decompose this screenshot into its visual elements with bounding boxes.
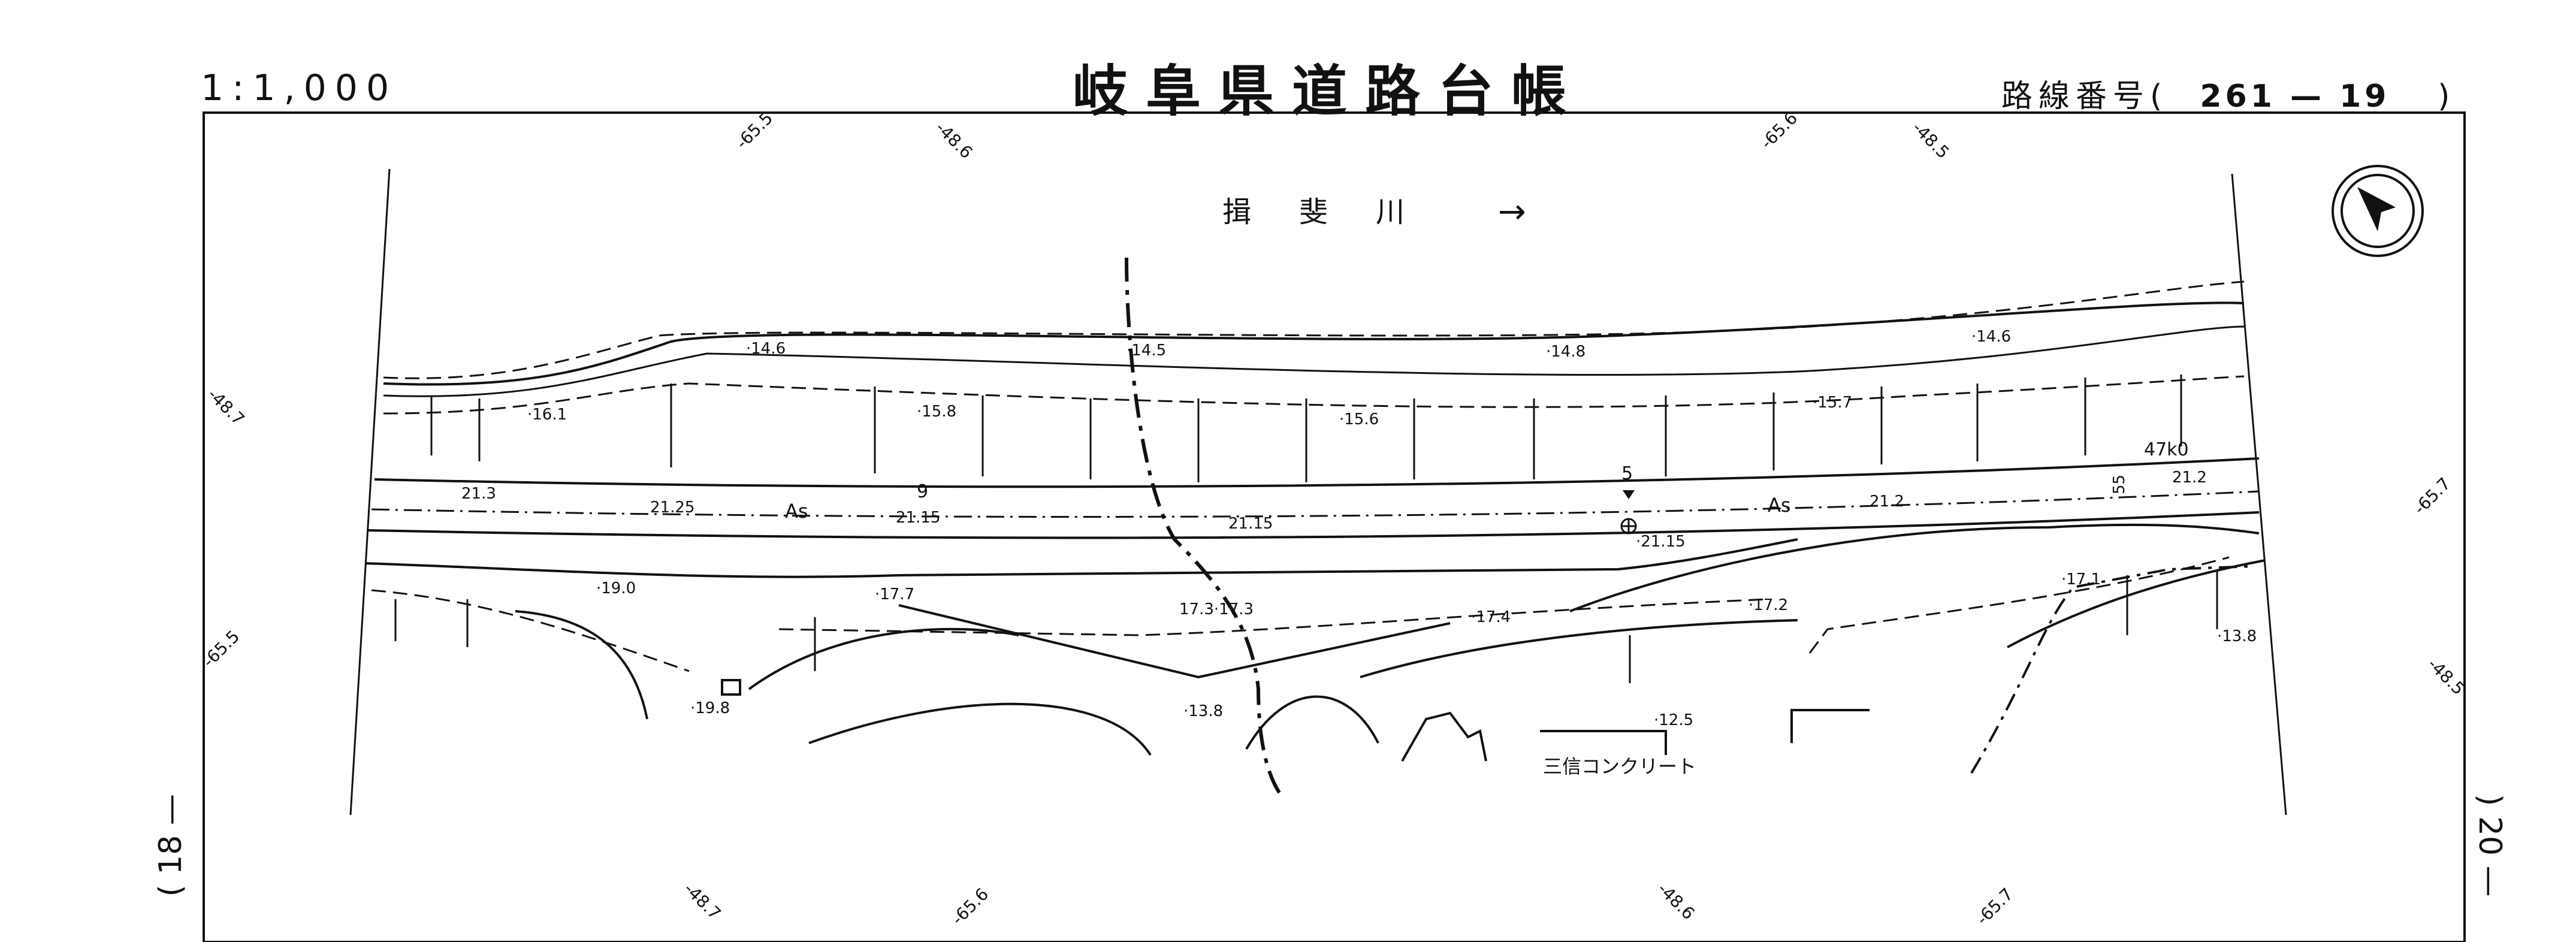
right-boundary-line [2231,173,2287,816]
building-b [1540,730,1667,755]
elev-12: 21.15 [1228,515,1273,533]
ramp-edge-4 [1360,619,1798,678]
elev-16: ·19.0 [596,579,636,597]
coord-top-4: -48.5 [1908,118,1953,163]
coord-left-1: -48.7 [204,385,249,430]
river-bank-top [383,301,2245,386]
ramp-edge-2 [898,604,1451,679]
survey-point-marker [1620,490,1637,535]
elev-25: ·12.5 [1654,711,1693,729]
company-label: 三信コンクリート [1543,755,1696,778]
ramp-edge-1 [365,538,1798,578]
slope-ticks [394,375,2218,683]
curve-bottom-2 [1245,695,1379,750]
elev-20: ·17.2 [1748,596,1788,614]
coord-bottom-2: -65.6 [948,884,993,929]
left-boundary-line [349,168,391,816]
section-mark-5: 5 [1621,463,1633,484]
route-label: 路線番号( [2001,78,2169,114]
elev-13: 21.2 [1870,493,1904,511]
road-edge-north [374,457,2260,488]
curve-bottom [808,702,1152,756]
section-mark-55: 55 [2110,475,2128,494]
elev-11: 21.15 [896,509,940,527]
elev-23: ·13.8 [2217,627,2257,645]
elev-6: ·15.8 [917,403,956,421]
elev-8: ·15.7 [1813,394,1852,412]
elev-19: ·17.4 [1471,608,1511,626]
elev-2: ·14.5 [1127,342,1166,360]
elev-18: 17.3·17.3 [1179,600,1254,618]
coord-bottom-4: -65.7 [1973,884,2018,929]
administrative-boundary [1125,257,1284,798]
coord-right-2: -48.5 [2424,654,2469,699]
building-c [1790,709,1870,743]
road-number-label: 9 [917,481,928,502]
elev-3: ·14.8 [1546,343,1586,361]
elev-24: ·19.8 [690,699,730,717]
map-frame [203,111,2466,942]
elev-15: ·21.15 [1636,533,1686,551]
river-bank-second [383,325,2245,397]
river-flow-arrow: → [1498,192,1526,231]
next-page-ref: ) 20 — [2472,794,2508,897]
coord-right-1: -65.7 [2410,473,2455,518]
dashed-terrain-3 [1808,556,2230,654]
elev-21: ·17.1 [2061,570,2101,588]
surface-label-east: As [1768,494,1791,517]
dashed-terrain-1 [371,589,690,672]
elev-17: ·17.7 [875,585,914,603]
route-number-label: 路線番号( 261 — 19 ) [2001,71,2456,116]
dashed-bank-lower [383,375,2245,415]
scale-label: 1:1,000 [201,67,398,109]
curve-left [515,610,648,720]
elev-4: ·14.6 [1971,328,2011,346]
elev-9: 21.3 [461,485,496,503]
coord-top-1: -65.5 [732,108,777,153]
elev-14: 21.2 [2172,469,2207,487]
road-edge-south [368,511,2260,539]
elev-10: 21.25 [650,499,694,517]
elev-1: ·14.6 [746,340,786,358]
right-boundary-dashdot [1970,565,2254,774]
elev-5: ·16.1 [527,406,567,424]
km-post-label: 47k0 [2144,439,2189,460]
elev-7: ·15.6 [1339,410,1379,428]
curve-mid [748,627,1019,690]
small-structure [721,679,741,696]
coord-bottom-1: -48.7 [680,879,725,924]
road-center [371,490,2260,518]
next-page-number: 20 [2472,816,2508,856]
coord-top-3: -65.6 [1757,108,1802,153]
ramp-edge-3 [1569,523,2260,612]
coord-left-2: -65.5 [199,626,244,671]
surface-label-west: As [785,500,808,523]
coord-top-2: -48.6 [932,118,977,163]
river-label: 揖 斐 川 [1222,195,1414,229]
dashed-bank-upper [383,280,2245,379]
north-arrow-icon [2332,165,2424,257]
route-close: ) [2438,78,2456,114]
coord-bottom-3: -48.6 [1654,879,1699,924]
building-a [1401,711,1487,762]
elev-22: ·13.8 [1183,702,1223,720]
route-number: 261 — 19 [2200,78,2390,114]
dashed-terrain-2 [778,598,1768,636]
